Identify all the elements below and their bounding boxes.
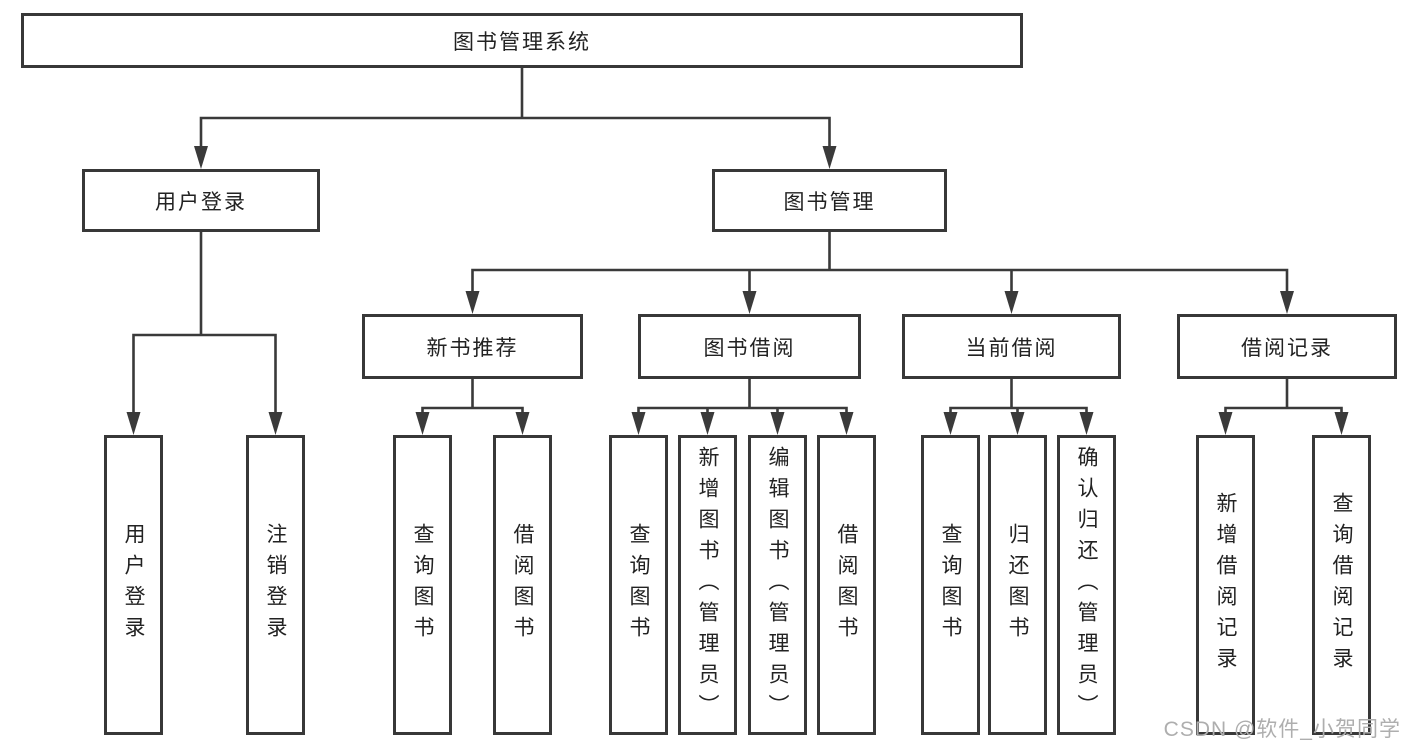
leaf-edit-books-admin: 编辑图书（管理员）	[748, 435, 807, 735]
leaf-borrow-books: 借阅图书	[817, 435, 876, 735]
leaf-logout: 注销登录	[246, 435, 305, 735]
leaf-query-borrow-record: 查询借阅记录	[1312, 435, 1371, 735]
leaf-query-books-current: 查询图书	[921, 435, 980, 735]
node-borrowing-records: 借阅记录	[1177, 314, 1397, 379]
node-book-borrowing: 图书借阅	[638, 314, 861, 379]
leaf-query-books-recommend: 查询图书	[393, 435, 452, 735]
leaf-query-books-borrow: 查询图书	[609, 435, 668, 735]
node-library-management-system: 图书管理系统	[21, 13, 1023, 68]
node-user-login: 用户登录	[82, 169, 320, 232]
node-book-management: 图书管理	[712, 169, 947, 232]
leaf-borrow-books-recommend: 借阅图书	[493, 435, 552, 735]
leaf-return-books: 归还图书	[988, 435, 1047, 735]
leaf-add-books-admin: 新增图书（管理员）	[678, 435, 737, 735]
node-new-book-recommendation: 新书推荐	[362, 314, 583, 379]
node-current-borrowing: 当前借阅	[902, 314, 1121, 379]
leaf-confirm-return-admin: 确认归还（管理员）	[1057, 435, 1116, 735]
csdn-watermark: CSDN @软件_小贺同学	[1163, 718, 1401, 741]
leaf-add-borrow-record: 新增借阅记录	[1196, 435, 1255, 735]
leaf-user-login: 用户登录	[104, 435, 163, 735]
